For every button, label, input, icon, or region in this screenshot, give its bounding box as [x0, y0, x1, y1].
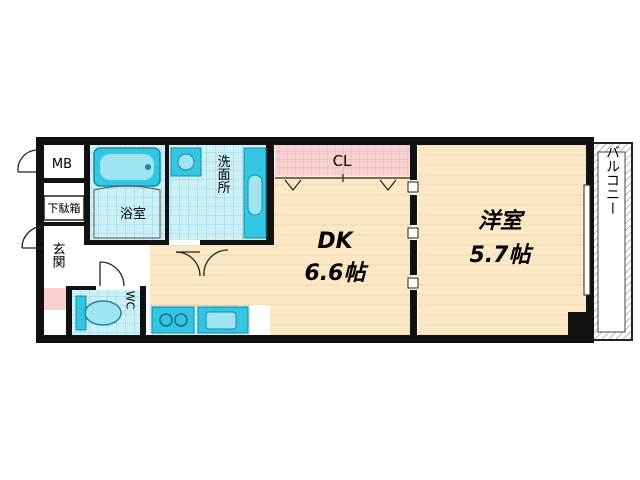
western-name-label: 洋室 [478, 208, 526, 234]
sliding-door [407, 181, 419, 289]
closet-area [275, 145, 410, 175]
toilet-icon [75, 295, 122, 331]
bathtub-icon [93, 147, 161, 187]
balcony-label: バルコニー [604, 145, 620, 215]
washer-icon [170, 147, 202, 177]
balcony [589, 142, 633, 341]
shoe-box-label: 下駄箱 [48, 201, 81, 215]
closet-label: CL [333, 152, 352, 170]
doors [17, 149, 229, 287]
entrance-label: 玄関 [50, 242, 66, 269]
entrance-floor [44, 225, 70, 285]
bath-label: 浴室 [120, 206, 146, 222]
hall-floor [150, 245, 275, 305]
shoe-box [43, 195, 85, 221]
sink-icon [197, 306, 249, 334]
meter-box-label: MB [52, 157, 72, 172]
western-size-label: 5.7帖 [470, 243, 535, 268]
entrance-step [44, 288, 70, 310]
window [583, 184, 591, 296]
stove-icon [151, 306, 195, 334]
washbasin-icon [243, 147, 267, 239]
western-room-floor [418, 145, 588, 335]
washroom-label: 洗面所 [215, 155, 231, 194]
dk-floor [270, 175, 412, 335]
dk-size-label: 6.6帖 [305, 261, 370, 286]
toilet-label: WC [124, 291, 137, 310]
closet-doors [275, 174, 410, 191]
bath-curtain [93, 185, 161, 239]
dk-name-label: DK [317, 229, 354, 254]
